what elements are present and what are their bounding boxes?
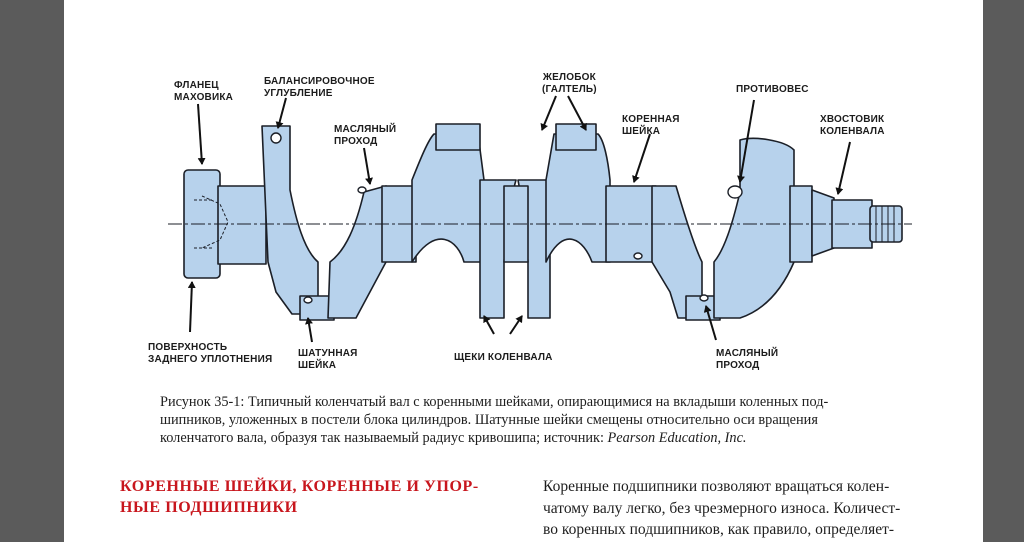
label-oil-passage-top: МАСЛЯНЫЙ ПРОХОД (334, 124, 397, 147)
caption-line: шипников, уложенных в постели блока цили… (160, 412, 818, 428)
document-page: ФЛАНЕЦ МАХОВИКА БАЛАНСИРОВОЧНОЕ УГЛУБЛЕН… (64, 0, 983, 542)
flange-hidden-lines (194, 195, 229, 249)
label-crank-webs: ЩЕКИ КОЛЕНВАЛА (454, 352, 553, 363)
section-heading: КОРЕННЫЕ ШЕЙКИ, КОРЕННЫЕ И УПОР- НЫЕ ПОД… (120, 478, 479, 516)
label-balance-recess: БАЛАНСИРОВОЧНОЕ УГЛУБЛЕНИЕ (264, 76, 375, 99)
crankshaft-figure: ФЛАНЕЦ МАХОВИКА БАЛАНСИРОВОЧНОЕ УГЛУБЛЕН… (64, 0, 983, 390)
leader-arrows (187, 95, 851, 343)
label-oil-passage-bottom: МАСЛЯНЫЙ ПРОХОД (716, 348, 779, 371)
label-main-journal: КОРЕННАЯ ШЕЙКА (622, 114, 680, 137)
label-rod-journal: ШАТУННАЯ ШЕЙКА (298, 348, 358, 371)
label-rear-seal-surface: ПОВЕРХНОСТЬ ЗАДНЕГО УПЛОТНЕНИЯ (148, 342, 273, 365)
caption-line: коленчатого вала, образуя так называемый… (160, 430, 747, 446)
viewer-background-right (983, 0, 1024, 542)
holes (270, 132, 743, 304)
caption-line: Рисунок 35-1: Типичный коленчатый вал с … (160, 394, 829, 410)
label-flywheel-flange: ФЛАНЕЦ МАХОВИКА (174, 80, 234, 103)
label-counterweight: ПРОТИВОВЕС (736, 84, 809, 95)
caption-source: Pearson Education, Inc. (607, 430, 747, 446)
label-fillet: ЖЕЛОБОК (ГАЛТЕЛЬ) (542, 72, 597, 95)
figure-caption: Рисунок 35-1: Типичный коленчатый вал с … (160, 393, 920, 447)
section-body-text: Коренные подшипники позволяют вращаться … (543, 478, 901, 538)
crankshaft-body (183, 123, 903, 321)
label-crank-nose: ХВОСТОВИК КОЛЕНВАЛА (820, 114, 885, 137)
viewer-background-left (0, 0, 64, 542)
crankshaft-illustration (168, 95, 912, 343)
